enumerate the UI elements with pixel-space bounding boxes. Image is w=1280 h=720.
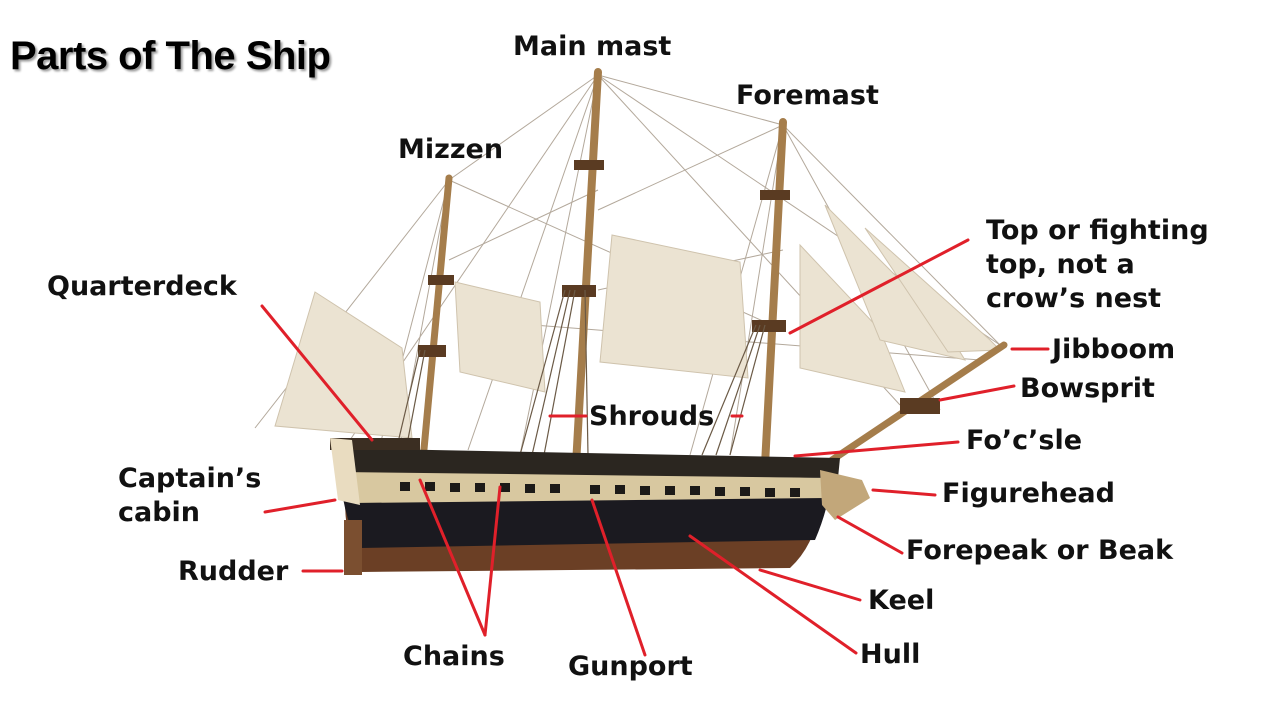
leader-keel — [758, 568, 862, 602]
leader-lines — [260, 238, 1050, 657]
label-rudder: Rudder — [178, 556, 289, 587]
leader-chains-b — [483, 485, 502, 637]
leader-gunport — [590, 498, 647, 657]
label-main-mast: Main mast — [513, 31, 672, 62]
label-mizzen: Mizzen — [398, 134, 504, 165]
label-top-line-3: crow’s nest — [986, 283, 1162, 314]
label-forepeak: Forepeak or Beak — [906, 535, 1174, 566]
beak-head — [820, 470, 870, 520]
label-captains-cabin-line-2: cabin — [118, 497, 201, 528]
main-topsail — [599, 234, 749, 379]
label-hull: Hull — [860, 639, 921, 670]
gun-strip — [345, 470, 830, 503]
mizzen-mast — [419, 174, 453, 464]
label-top-line-2: top, not a — [986, 249, 1135, 280]
leader-hull — [688, 534, 858, 655]
gunports — [400, 482, 800, 497]
sails — [274, 204, 1002, 439]
label-jibboom: Jibboom — [1052, 334, 1176, 365]
leader-bowsprit — [938, 384, 1016, 402]
label-top-line-1: Top or fighting — [986, 215, 1209, 246]
hull-group — [330, 438, 870, 575]
mizzen-topsail — [454, 281, 546, 393]
leader-forepeak — [836, 515, 904, 555]
leader-figurehead — [871, 488, 937, 497]
leader-top — [788, 238, 970, 335]
stern-gallery — [330, 438, 360, 505]
rudder-post — [344, 520, 362, 575]
label-bowsprit: Bowsprit — [1020, 373, 1155, 404]
leader-chains-a — [418, 478, 487, 637]
label-quarterdeck: Quarterdeck — [47, 271, 237, 302]
label-shrouds: Shrouds — [589, 401, 715, 432]
label-focsle: Fo’c’sle — [966, 425, 1083, 456]
spanker-sail — [274, 291, 413, 439]
leader-quarterdeck — [260, 304, 374, 442]
label-captains-cabin-line-1: Captain’s — [118, 463, 262, 494]
label-chains: Chains — [403, 641, 505, 672]
upper-bulwark — [332, 448, 840, 478]
label-keel: Keel — [868, 585, 935, 616]
leader-captains-cabin — [263, 498, 337, 514]
fore-mast — [761, 118, 787, 469]
label-captains-cabin: Captain’s cabin — [118, 462, 261, 530]
page-title: Parts of The Ship — [10, 34, 331, 78]
label-foremast: Foremast — [736, 80, 879, 111]
label-gunport: Gunport — [568, 651, 693, 682]
leader-focsle — [793, 440, 960, 458]
label-figurehead: Figurehead — [942, 478, 1115, 509]
mast-platforms — [418, 160, 940, 414]
main-mast — [572, 68, 602, 469]
label-top: Top or fighting top, not a crow’s nest — [986, 214, 1209, 316]
shroud-ladders — [394, 289, 766, 456]
